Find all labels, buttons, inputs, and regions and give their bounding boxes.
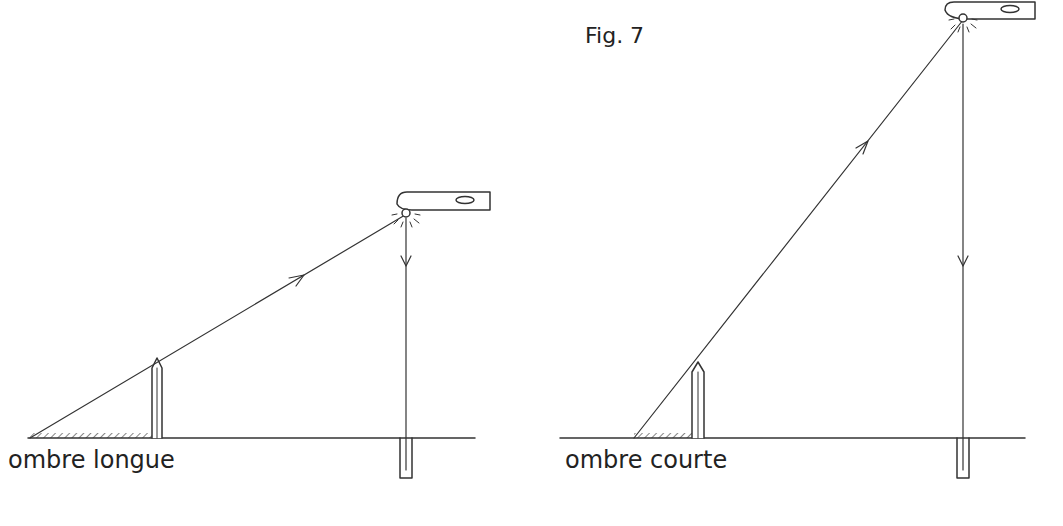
lamp-window (456, 197, 474, 204)
vertical-ray (405, 218, 406, 470)
long-shadow (30, 433, 152, 438)
light-glow (949, 19, 977, 32)
shadow-label: ombre courte (565, 447, 727, 473)
shadow-label: ombre longue (8, 447, 175, 473)
lamp-bulb (402, 209, 410, 217)
ray-arrow (289, 275, 304, 286)
ground-line (560, 437, 1025, 439)
ray-arrow (401, 256, 411, 266)
lamp-bulb (959, 14, 967, 22)
lamp (397, 192, 490, 210)
ray-arrow (958, 256, 968, 266)
figure-title: Fig. 7 (585, 24, 644, 48)
gnomon-post (152, 358, 162, 438)
light-glow (392, 214, 420, 227)
light-ray (634, 20, 963, 438)
lamp (945, 2, 1035, 19)
lamp-window (1001, 6, 1019, 13)
gnomon-post (692, 362, 704, 438)
ground-hole (400, 438, 412, 478)
vertical-ray (962, 24, 963, 470)
ray-arrow (856, 141, 868, 154)
ground-hole (957, 438, 969, 478)
light-ray (30, 215, 405, 438)
short-shadow (634, 433, 692, 438)
